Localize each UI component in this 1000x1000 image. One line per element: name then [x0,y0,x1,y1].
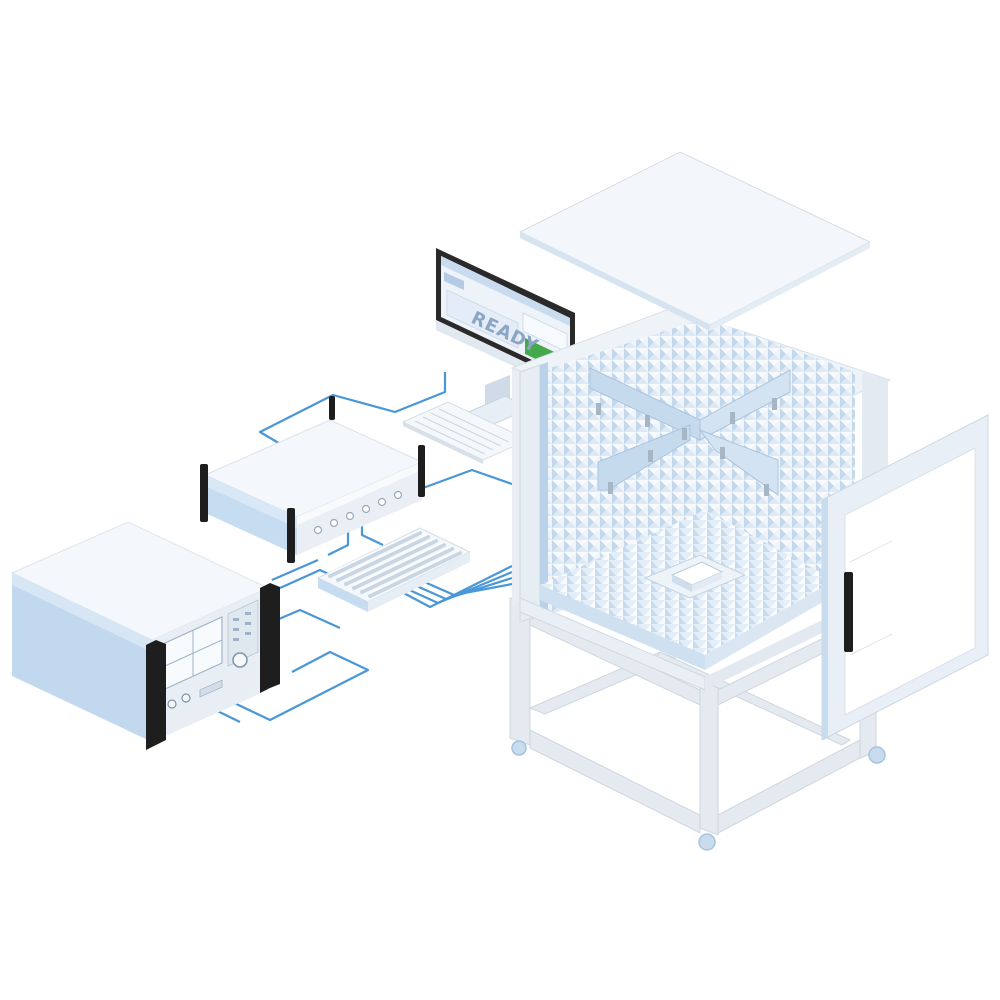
port-icon [393,490,403,500]
rack-handle-back-left [329,396,335,420]
antenna-array [589,367,791,496]
port-icon [329,518,339,528]
cable-rack-to-chamber [422,468,513,490]
cable-switch-to-chamber-2 [404,570,513,605]
wheel-icon [698,833,716,851]
dut-turntable [643,554,747,599]
chamber-lid [518,151,872,331]
horn-antenna-icon [648,450,653,462]
rack-handle-back [418,445,425,497]
port-icon [377,497,387,507]
cable-analyzer-to-switch [271,558,319,582]
wheel-icon [868,746,886,764]
horn-antenna-icon [720,447,725,459]
horn-antenna-icon [608,482,613,494]
door-handle [844,572,853,652]
cable-switch-to-chamber-4 [419,578,513,597]
horn-antenna-icon [730,412,735,424]
rf-switch [316,527,472,612]
frame-leg-front-mid [699,679,719,836]
frame-base-right [717,739,861,834]
frame-base-front [529,729,701,834]
cable-switch-to-chamber-1 [397,565,513,609]
antenna-arm-lower-left [597,424,691,491]
wheel-icon [511,740,527,756]
port-icon [345,511,355,521]
cable-network [204,372,513,723]
cable-monitor-to-rack [258,372,447,446]
antenna-arm-upper-right [699,369,791,441]
analyzer-knob-icon [232,652,248,668]
horn-antenna-icon [596,403,601,415]
horn-antenna-icon [764,484,769,496]
port-icon [313,525,323,535]
rack-handle-right [287,508,295,563]
analyzer-handle-right [260,583,270,693]
horn-antenna-icon [772,398,777,410]
network-analyzer [10,521,280,750]
analyzer-handle-left [146,640,156,750]
port-icon [361,504,371,514]
chamber-wheels [511,740,886,851]
monitor: READY [436,248,575,428]
antenna-arm-lower-right [698,428,779,496]
anechoic-chamber [509,151,989,851]
rack-instrument [200,396,425,563]
cable-switch-to-chamber-3 [411,576,513,601]
cable-analyzer-loop-1 [227,650,370,722]
horn-antenna-icon [682,428,687,440]
horn-antenna-icon [645,415,650,427]
rack-handle-left [200,464,208,522]
chamber-door [821,414,989,741]
